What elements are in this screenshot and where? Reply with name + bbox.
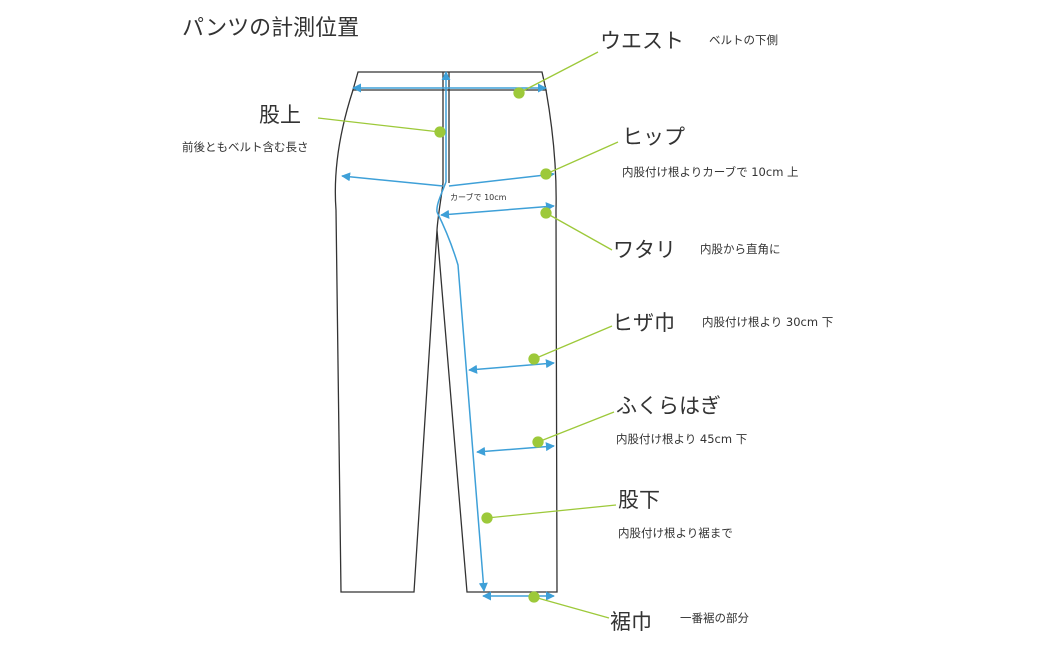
rise-label: 股上 [259,103,301,127]
hem-label: 裾巾 [610,610,652,634]
crotch-seam [436,182,444,231]
rise-note: 前後ともベルト含む長さ [182,140,309,154]
inseam-dot [481,512,493,524]
rise-curve-line [436,181,447,213]
hip-dot [540,168,552,180]
waist-label: ウエスト [600,29,684,53]
waist-leader [518,51,599,94]
thigh-dot [540,207,552,219]
hip-measure-line-right [448,170,555,187]
inseam-note: 内股付け根より裾まで [618,526,733,540]
calf-dot [532,436,544,448]
thigh-note: 内股から直角に [700,242,781,256]
curve-note: カーブで 10cm [450,193,507,202]
calf-leader [537,411,615,443]
hem-note: 一番裾の部分 [680,611,749,625]
knee-dot [528,353,540,365]
pants-body [334,89,558,593]
knee-measure-line [468,359,555,374]
inseam-label: 股下 [618,488,660,512]
hem-leader [533,596,610,619]
inseam-measure-line [436,211,488,592]
waist-note: ベルトの下側 [709,33,778,47]
calf-note: 内股付け根より 45cm 下 [616,432,748,446]
knee-label: ヒザ巾 [612,311,675,335]
leader-lines [317,51,619,619]
inseam-leader [486,504,617,519]
knee-note: 内股付け根より 30cm 下 [702,315,834,329]
measurement-lines [341,71,555,601]
rise-dot [434,126,446,138]
hip-leader [545,141,619,175]
hem-dot [528,591,540,603]
page-title: パンツの計測位置 [182,16,360,41]
thigh-label: ワタリ [613,238,676,262]
hip-label: ヒップ [622,125,685,149]
hip-note: 内股付け根よりカーブで 10cm 上 [622,165,799,179]
waist-dot [513,87,525,99]
thigh-measure-line [440,202,555,219]
calf-label: ふくらはぎ [616,394,721,418]
thigh-leader [545,212,613,251]
rise-leader [317,117,441,133]
knee-leader [533,325,613,360]
hip-measure-line-left [341,172,444,187]
calf-measure-line [476,442,555,456]
